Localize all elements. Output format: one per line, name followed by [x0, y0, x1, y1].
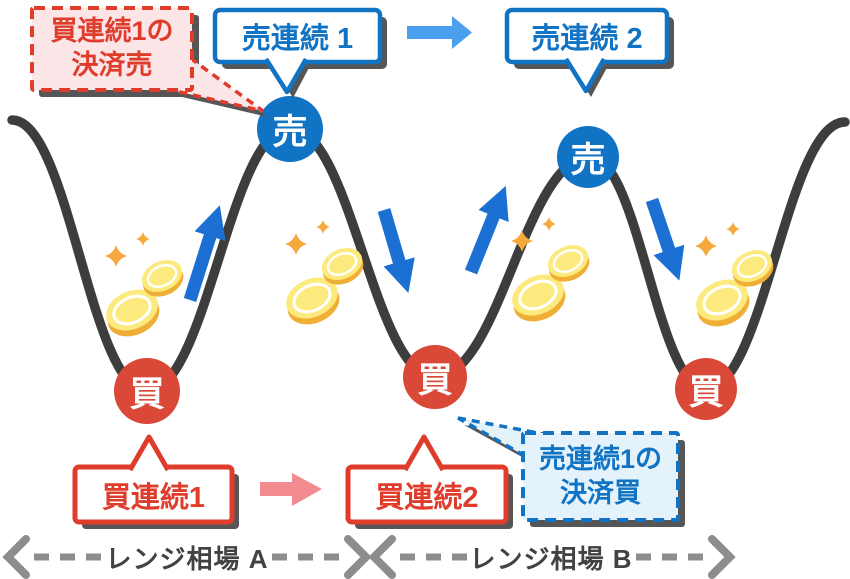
settle-sell-callout-shape [30, 6, 268, 117]
down-arrow-1 [377, 208, 415, 293]
sell-series-1-bubble-shape [212, 7, 387, 98]
buy-circle-3 [675, 358, 737, 420]
buy-flow-arrow-icon [260, 473, 322, 506]
buy-series-1-bubble-shape [72, 434, 239, 529]
up-arrow-1 [183, 205, 226, 302]
sell-series-2-bubble-shape [504, 7, 674, 97]
coins-sparkles-group-3 [505, 217, 595, 329]
coins-sparkles-group-4 [689, 222, 779, 334]
up-arrow-2 [464, 185, 509, 275]
buy-circle-1 [114, 358, 180, 424]
buy-circle-2 [403, 345, 467, 409]
sell-circle-2 [557, 126, 619, 188]
range-a-arrow [2, 535, 372, 579]
buy-series-2-bubble-shape [345, 434, 513, 529]
down-arrow-2 [645, 197, 685, 281]
settle-buy-callout-shape [457, 416, 685, 527]
sell-circle-1 [257, 96, 323, 162]
sell-flow-arrow-icon [407, 16, 472, 49]
range-b-arrow [368, 535, 736, 579]
coins-sparkles-group-1 [99, 232, 189, 344]
